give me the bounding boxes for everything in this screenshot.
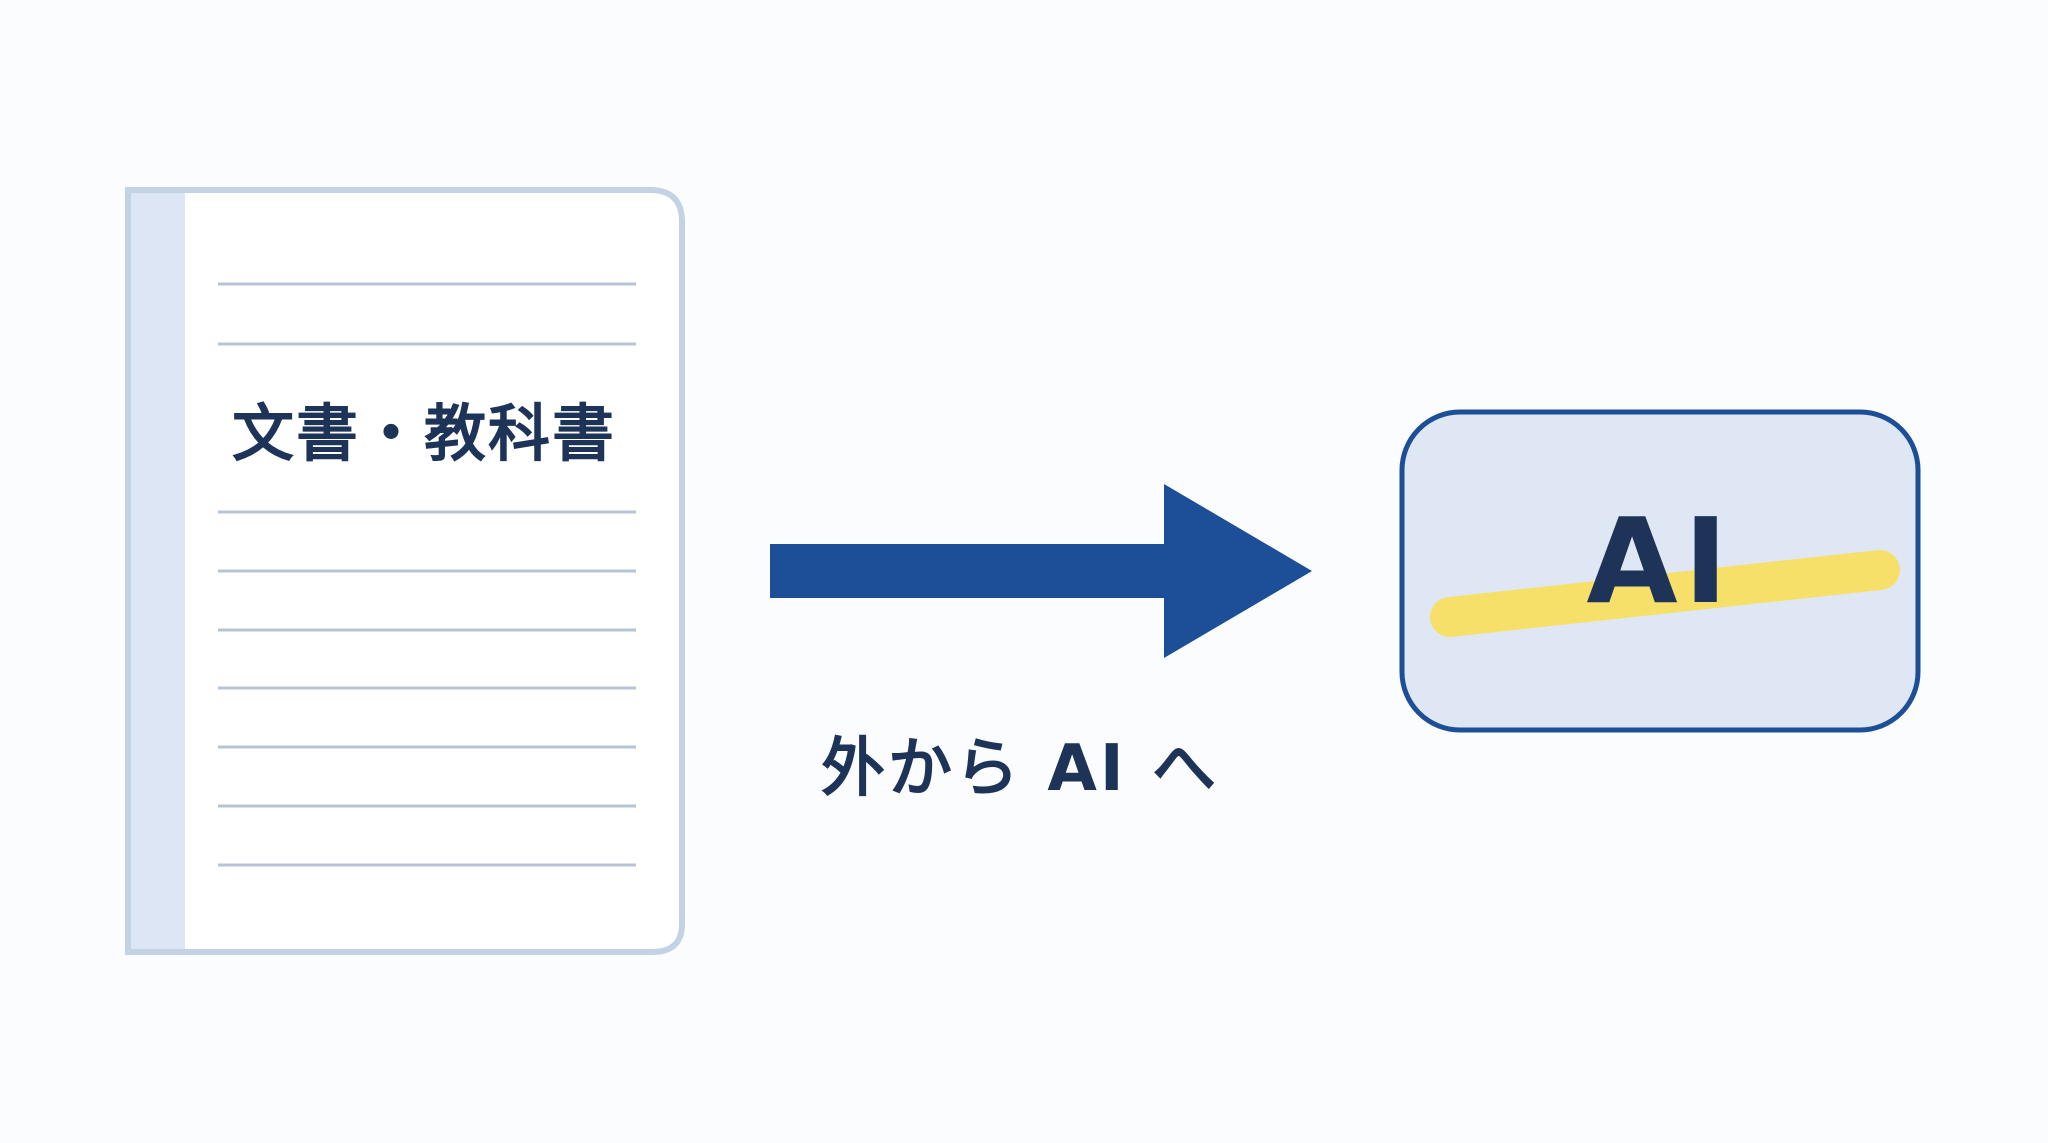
document-label: 文書・教科書	[232, 397, 616, 470]
document-spine	[131, 193, 185, 949]
arrow-shaft	[770, 544, 1168, 598]
arrow-head	[1164, 484, 1312, 658]
arrow-right-icon	[770, 484, 1312, 658]
ai-label: AI	[1586, 492, 1733, 630]
ai-box-frame	[1399, 409, 1921, 733]
flow-caption: 外から AI へ	[821, 732, 1219, 806]
ai-box: AI	[1399, 409, 1921, 733]
highlight-stroke	[1430, 550, 1900, 637]
document-icon: 文書・教科書	[125, 187, 685, 955]
document-lines	[218, 282, 636, 867]
